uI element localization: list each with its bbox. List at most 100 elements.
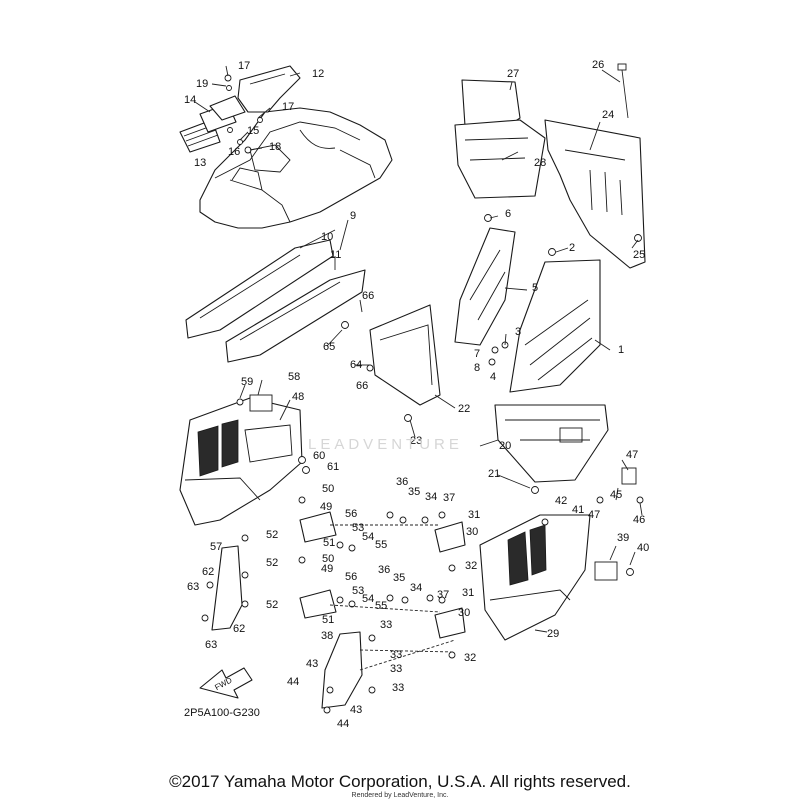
callout-2: 2 bbox=[569, 242, 575, 254]
callout-33: 33 bbox=[392, 682, 404, 694]
callout-54: 54 bbox=[362, 531, 374, 543]
callout-44: 44 bbox=[287, 676, 299, 688]
callout-56: 56 bbox=[345, 571, 357, 583]
callout-58: 58 bbox=[288, 371, 300, 383]
callout-7: 7 bbox=[474, 348, 480, 360]
diagram-code: 2P5A100-G230 bbox=[184, 707, 260, 719]
callout-64: 64 bbox=[350, 359, 362, 371]
callout-1: 1 bbox=[618, 344, 624, 356]
right-side-cover-part bbox=[479, 467, 644, 641]
callout-29: 29 bbox=[547, 628, 559, 640]
callout-43: 43 bbox=[306, 658, 318, 670]
callout-52: 52 bbox=[266, 557, 278, 569]
callout-52: 52 bbox=[266, 599, 278, 611]
callout-14: 14 bbox=[184, 94, 196, 106]
callout-37: 37 bbox=[443, 492, 455, 504]
callout-62: 62 bbox=[202, 566, 214, 578]
frame-bracket-parts bbox=[341, 214, 601, 422]
callout-33: 33 bbox=[380, 619, 392, 631]
callout-55: 55 bbox=[375, 600, 387, 612]
callout-63: 63 bbox=[187, 581, 199, 593]
callout-44: 44 bbox=[337, 718, 349, 730]
callout-35: 35 bbox=[408, 486, 420, 498]
callout-60: 60 bbox=[313, 450, 325, 462]
callout-32: 32 bbox=[464, 652, 476, 664]
callout-27: 27 bbox=[507, 68, 519, 80]
upper-hood-part bbox=[199, 65, 393, 229]
callout-9: 9 bbox=[350, 210, 356, 222]
callout-18: 18 bbox=[269, 141, 281, 153]
callout-17: 17 bbox=[238, 60, 250, 72]
callout-39: 39 bbox=[617, 532, 629, 544]
callout-32: 32 bbox=[465, 560, 477, 572]
callout-22: 22 bbox=[458, 403, 470, 415]
callout-17: 17 bbox=[282, 101, 294, 113]
callout-66: 66 bbox=[356, 380, 368, 392]
callout-30: 30 bbox=[466, 526, 478, 538]
callout-36: 36 bbox=[378, 564, 390, 576]
callout-34: 34 bbox=[410, 582, 422, 594]
callout-35: 35 bbox=[393, 572, 405, 584]
callout-31: 31 bbox=[468, 509, 480, 521]
callout-21: 21 bbox=[488, 468, 500, 480]
callout-25: 25 bbox=[633, 249, 645, 261]
callout-63: 63 bbox=[205, 639, 217, 651]
callout-42: 42 bbox=[555, 495, 567, 507]
callout-30: 30 bbox=[458, 607, 470, 619]
callout-50: 50 bbox=[322, 483, 334, 495]
callout-50: 50 bbox=[322, 553, 334, 565]
callout-23: 23 bbox=[410, 435, 422, 447]
callout-26: 26 bbox=[592, 59, 604, 71]
left-side-cover-part bbox=[179, 394, 310, 526]
callout-53: 53 bbox=[352, 585, 364, 597]
callout-52: 52 bbox=[266, 529, 278, 541]
callout-38: 38 bbox=[321, 630, 333, 642]
vent-grille-parts bbox=[179, 74, 263, 154]
callout-51: 51 bbox=[322, 614, 334, 626]
callout-34: 34 bbox=[425, 491, 437, 503]
callout-4: 4 bbox=[490, 371, 496, 383]
callout-40: 40 bbox=[637, 542, 649, 554]
callout-61: 61 bbox=[327, 461, 339, 473]
callout-62: 62 bbox=[233, 623, 245, 635]
callout-43: 43 bbox=[350, 704, 362, 716]
callout-56: 56 bbox=[345, 508, 357, 520]
callout-57: 57 bbox=[210, 541, 222, 553]
callout-46: 46 bbox=[633, 514, 645, 526]
copyright-notice: ©2017 Yamaha Motor Corporation, U.S.A. A… bbox=[169, 772, 631, 791]
callout-54: 54 bbox=[362, 593, 374, 605]
callout-49: 49 bbox=[320, 501, 332, 513]
callout-66: 66 bbox=[362, 290, 374, 302]
callout-5: 5 bbox=[532, 282, 538, 294]
callout-33: 33 bbox=[390, 649, 402, 661]
callout-13: 13 bbox=[194, 157, 206, 169]
fwd-direction-arrow: FWD bbox=[199, 667, 253, 699]
rendered-by-note: Rendered by LeadVenture, Inc. bbox=[351, 792, 449, 799]
callout-53: 53 bbox=[352, 522, 364, 534]
side-trim-parts bbox=[185, 239, 366, 363]
rear-panel-parts bbox=[454, 63, 646, 269]
callout-24: 24 bbox=[602, 109, 614, 121]
callout-31: 31 bbox=[462, 587, 474, 599]
center-hardware-parts bbox=[201, 496, 466, 714]
callout-33: 33 bbox=[390, 663, 402, 675]
callout-36: 36 bbox=[396, 476, 408, 488]
watermark-text: LEADVENTURE bbox=[308, 436, 463, 453]
callout-37: 37 bbox=[437, 589, 449, 601]
callout-45: 45 bbox=[610, 489, 622, 501]
callout-15: 15 bbox=[247, 125, 259, 137]
callout-51: 51 bbox=[323, 537, 335, 549]
callout-19: 19 bbox=[196, 78, 208, 90]
callout-11: 11 bbox=[330, 249, 341, 261]
callout-numbers: 1234567891011121314151617171819202122232… bbox=[184, 59, 649, 730]
callout-47: 47 bbox=[588, 509, 600, 521]
callout-55: 55 bbox=[375, 539, 387, 551]
callout-49: 49 bbox=[321, 563, 333, 575]
callout-48: 48 bbox=[292, 391, 304, 403]
callout-47: 47 bbox=[626, 449, 638, 461]
callout-59: 59 bbox=[241, 376, 253, 388]
callout-6: 6 bbox=[505, 208, 511, 220]
callout-65: 65 bbox=[323, 341, 335, 353]
